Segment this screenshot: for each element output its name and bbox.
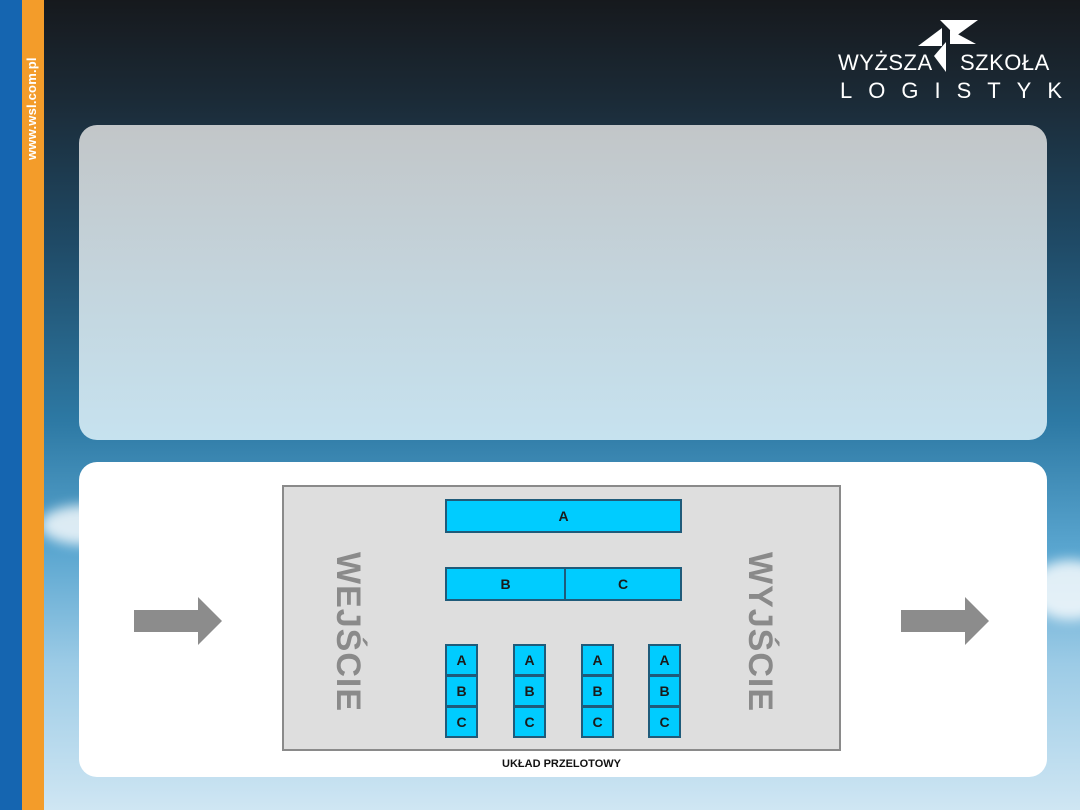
column-cell-c: C xyxy=(445,706,478,738)
warehouse-layout-diagram: WEJŚCIE WYJŚCIE A B C A B C A B C A B C … xyxy=(282,485,841,751)
website-url[interactable]: www.wsl.com.pl xyxy=(24,57,39,160)
column-cell-b: B xyxy=(648,675,681,707)
rack-column: A B C xyxy=(648,644,681,740)
column-cell-a: A xyxy=(513,644,546,676)
side-stripe-orange xyxy=(22,0,44,810)
column-cell-a: A xyxy=(648,644,681,676)
rack-column: A B C xyxy=(513,644,546,740)
rack-a-label: A xyxy=(558,508,569,524)
rack-column: A B C xyxy=(581,644,614,740)
column-cell-b: B xyxy=(581,675,614,707)
entry-arrow-icon xyxy=(134,597,222,645)
side-stripe-blue xyxy=(0,0,22,810)
entrance-label: WEJŚCIE xyxy=(329,552,367,713)
exit-label: WYJŚCIE xyxy=(741,552,779,713)
rack-a: A xyxy=(445,499,682,533)
school-logo: WYŻSZA SZKOŁA LOGISTYKI xyxy=(838,18,1080,103)
column-cell-a: A xyxy=(445,644,478,676)
logo-line1-right: SZKOŁA xyxy=(960,50,1050,75)
logo-star-icon xyxy=(918,20,978,72)
rack-b-label: B xyxy=(500,576,511,592)
logo-line2: LOGISTYKI xyxy=(840,78,1080,103)
column-cell-a: A xyxy=(581,644,614,676)
rack-c-label: C xyxy=(617,576,629,592)
exit-arrow-icon xyxy=(901,597,989,645)
rack-b-cell: B xyxy=(447,569,566,599)
column-cell-c: C xyxy=(581,706,614,738)
rack-column: A B C xyxy=(445,644,478,740)
column-cell-b: B xyxy=(445,675,478,707)
logo-line1-left: WYŻSZA xyxy=(838,50,933,75)
rack-bc: B C xyxy=(445,567,682,601)
content-panel-top xyxy=(79,125,1047,440)
column-cell-c: C xyxy=(513,706,546,738)
column-cell-b: B xyxy=(513,675,546,707)
column-cell-c: C xyxy=(648,706,681,738)
diagram-caption: UKŁAD PRZELOTOWY xyxy=(502,758,621,770)
rack-c-cell: C xyxy=(566,569,680,599)
